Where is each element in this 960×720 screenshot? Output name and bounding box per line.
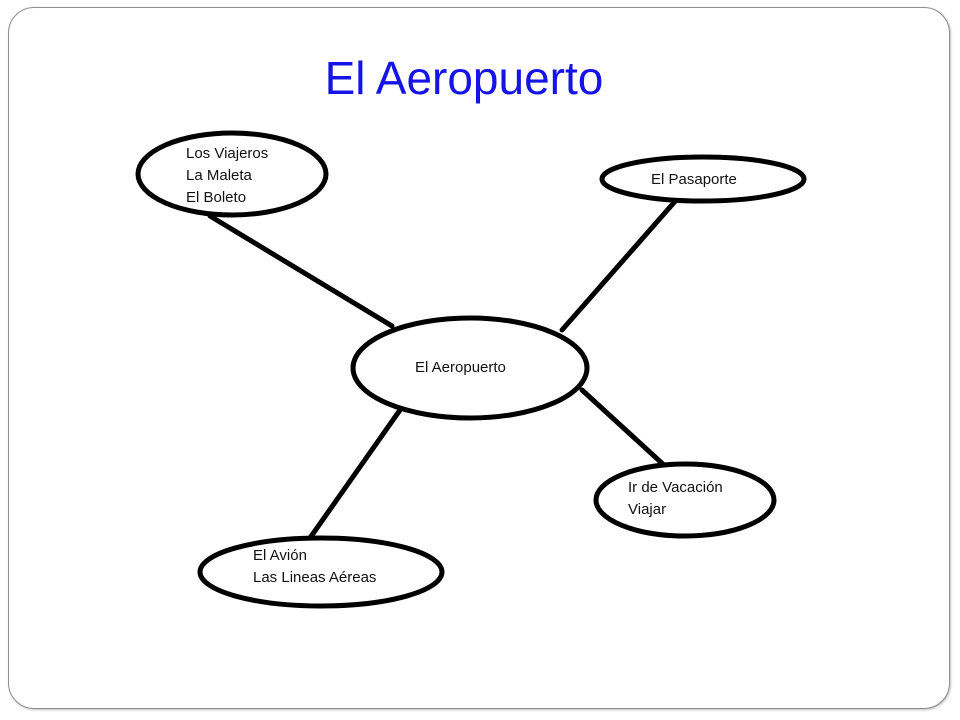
connector-bottom-left (302, 407, 403, 548)
center-bubble (350, 315, 590, 421)
connector-bottom-right (579, 387, 668, 469)
bubble-bottom-left (197, 535, 445, 609)
connector-top-left (207, 213, 395, 329)
node-text-line: El Pasaporte (651, 171, 737, 188)
node-text-line: Ir de Vacación (628, 479, 723, 496)
node-text-line: El Aeropuerto (415, 359, 506, 376)
node-text-line: Los Viajeros (186, 145, 269, 162)
bubble-top-left (135, 130, 329, 218)
node-bottom-right-label: Ir de Vacación Viajar (628, 477, 723, 521)
node-text-line: El Avión (253, 547, 307, 564)
node-text-line: Las Lineas Aéreas (253, 569, 377, 586)
node-top-left-label: Los Viajeros La Maleta El Boleto (186, 143, 268, 209)
node-text-line: Viajar (628, 501, 667, 518)
node-text-line: La Maleta (186, 167, 252, 184)
node-text-line: El Boleto (186, 189, 247, 206)
node-center-label: El Aeropuerto (415, 357, 506, 379)
slide-title: El Aeropuerto (324, 52, 604, 104)
node-bottom-left-label: El Avión Las Lineas Aéreas (253, 545, 376, 589)
connector-top-right (559, 195, 681, 333)
node-top-right-label: El Pasaporte (651, 169, 737, 191)
bubble-top-right (599, 154, 807, 204)
bubble-bottom-right (593, 461, 777, 539)
